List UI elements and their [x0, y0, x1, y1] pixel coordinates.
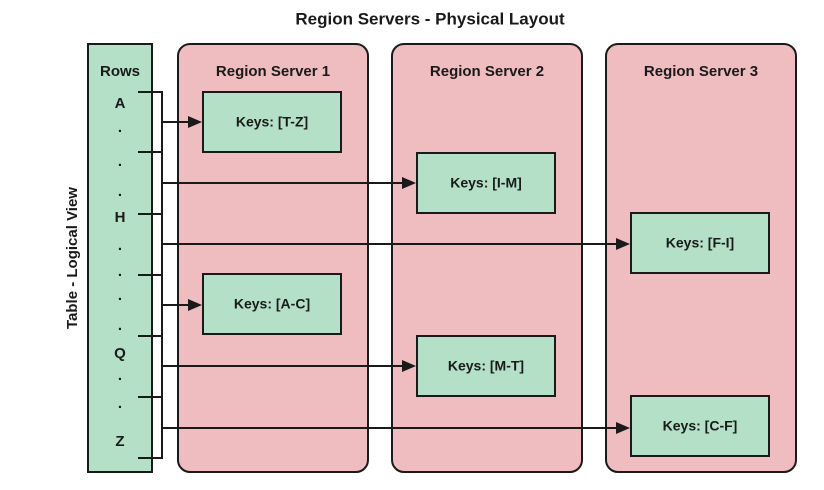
region-server-2: [391, 43, 583, 473]
region-server-1-heading: Region Server 1: [216, 63, 330, 80]
row-dot: .: [118, 367, 122, 384]
region-box: [630, 212, 770, 274]
region-box: [416, 152, 556, 214]
arrow-head: [616, 422, 630, 434]
row-dot: .: [118, 153, 122, 170]
arrows-layer: [162, 116, 630, 434]
row-dot: .: [118, 237, 122, 254]
row-dot: .: [118, 395, 122, 412]
region-key-label: Keys: [M-T]: [448, 358, 524, 374]
row-dot: .: [118, 183, 122, 200]
region-box: [202, 91, 342, 153]
row-label-z: Z: [115, 433, 124, 450]
row-label-h: H: [115, 209, 126, 226]
rows-header: Rows: [100, 63, 140, 80]
region-key-label: Keys: [A-C]: [234, 296, 310, 312]
regions-layer: Keys: [T-Z] Keys: [I-M] Keys: [F-I] Keys: […: [202, 91, 770, 457]
arrow-head: [402, 177, 416, 189]
row-dot: .: [118, 317, 122, 334]
row-dot: .: [118, 263, 122, 280]
region-box: [630, 395, 770, 457]
arrow-head: [616, 238, 630, 250]
region-server-2-heading: Region Server 2: [430, 63, 544, 80]
rows-column: [87, 43, 153, 473]
diagram-title: Region Servers - Physical Layout: [295, 9, 565, 28]
arrow-head: [188, 116, 202, 128]
region-key-label: Keys: [F-I]: [666, 235, 734, 251]
row-label-q: Q: [114, 345, 126, 362]
side-label: Table - Logical View: [64, 187, 81, 329]
arrow-head: [188, 299, 202, 311]
region-key-label: Keys: [I-M]: [450, 175, 522, 191]
region-box: [416, 335, 556, 397]
region-key-label: Keys: [T-Z]: [236, 114, 308, 130]
region-key-label: Keys: [C-F]: [663, 418, 738, 434]
row-label-a: A: [115, 95, 126, 112]
arrow-head: [402, 360, 416, 372]
row-dot: .: [118, 119, 122, 136]
row-dot: .: [118, 287, 122, 304]
region-box: [202, 273, 342, 335]
region-server-3-heading: Region Server 3: [644, 63, 758, 80]
